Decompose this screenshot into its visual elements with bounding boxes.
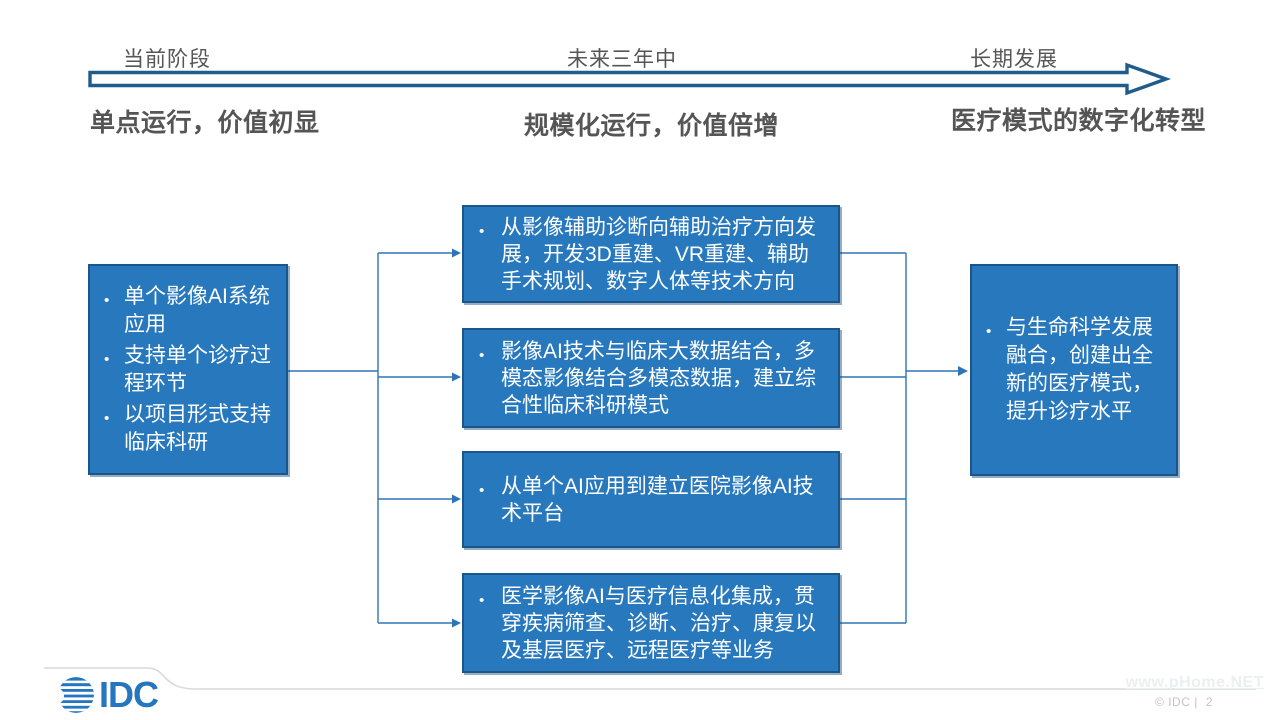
list-item: • 与生命科学发展融合，创建出全新的医疗模式，提升诊疗水平 <box>986 316 1153 423</box>
bullet-icon: • <box>104 350 110 368</box>
bullet-icon: • <box>479 591 485 609</box>
bullet-icon: • <box>104 409 110 427</box>
idc-logo-text: IDC <box>99 674 159 715</box>
idc-logo: IDC <box>57 674 159 715</box>
phase-label-3years: 未来三年中 <box>567 48 677 71</box>
phase-label-current: 当前阶段 <box>123 48 211 71</box>
phase-label-longterm: 长期发展 <box>970 48 1058 71</box>
copyright-label: © IDC | <box>1155 695 1198 709</box>
future-stage-box: • 与生命科学发展融合，创建出全新的医疗模式，提升诊疗水平 <box>970 264 1178 476</box>
watermark-text: www.pHome.NET <box>1125 674 1264 691</box>
bullet-icon: • <box>479 222 485 240</box>
mid-box-4: • 医学影像AI与医疗信息化集成，贯穿疾病筛查、诊断、治疗、康复以及基层医疗、远… <box>462 573 840 673</box>
idc-globe-icon <box>58 677 94 713</box>
bullet-icon: • <box>479 481 485 499</box>
bullet-icon: • <box>986 323 992 340</box>
list-item: • 单个影像AI系统应用 <box>104 284 270 336</box>
bullet-icon: • <box>479 346 485 364</box>
current-stage-box: • 单个影像AI系统应用 • 支持单个诊疗过程环节 • 以项目形式支持临床科研 <box>88 264 288 475</box>
timeline-arrow-icon <box>88 62 1172 96</box>
phase-subtitle-current: 单点运行，价值初显 <box>90 109 320 137</box>
bullet-icon: • <box>104 291 110 309</box>
phase-subtitle-3years: 规模化运行，价值倍增 <box>524 112 780 140</box>
list-item: • 以项目形式支持临床科研 <box>104 402 271 454</box>
list-item: • 从单个AI应用到建立医院影像AI技术平台 <box>479 474 814 525</box>
list-item: • 从影像辅助诊断向辅助治疗方向发展，开发3D重建、VR重建、辅助手术规划、数字… <box>479 215 816 293</box>
copyright-text: © IDC | 2 <box>1155 695 1213 709</box>
mid-box-3: • 从单个AI应用到建立医院影像AI技术平台 <box>462 451 840 548</box>
phase-subtitle-longterm: 医疗模式的数字化转型 <box>951 107 1207 135</box>
list-item: • 影像AI技术与临床大数据结合，多模态影像结合多模态数据，建立综合性临床科研模… <box>479 339 816 417</box>
list-item: • 支持单个诊疗过程环节 <box>104 343 271 395</box>
mid-box-2: • 影像AI技术与临床大数据结合，多模态影像结合多模态数据，建立综合性临床科研模… <box>462 328 840 428</box>
page-number: 2 <box>1205 695 1213 709</box>
list-item: • 医学影像AI与医疗信息化集成，贯穿疾病筛查、诊断、治疗、康复以及基层医疗、远… <box>479 584 816 662</box>
mid-box-1: • 从影像辅助诊断向辅助治疗方向发展，开发3D重建、VR重建、辅助手术规划、数字… <box>462 205 840 303</box>
